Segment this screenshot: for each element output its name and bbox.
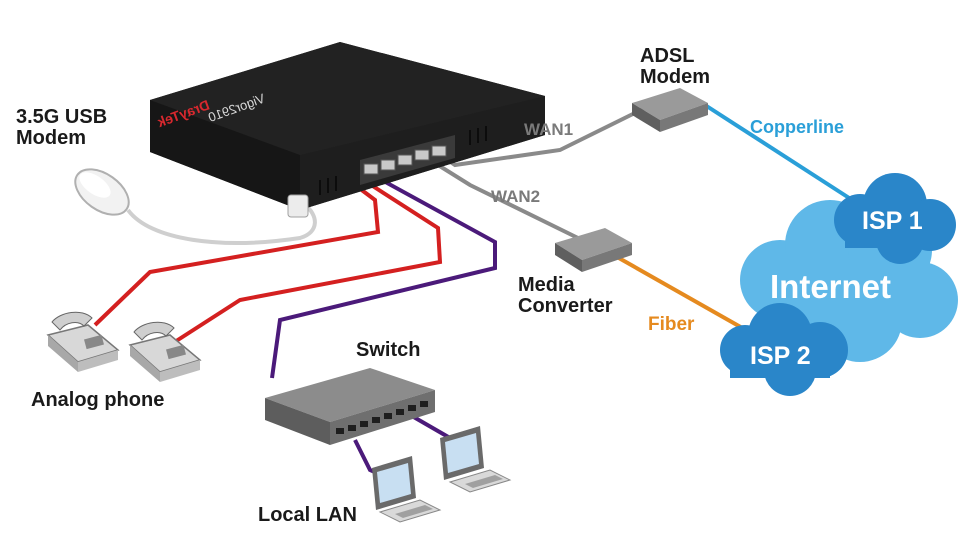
internet-label: Internet xyxy=(770,268,892,305)
copperline-cable xyxy=(703,103,862,207)
usb-cable xyxy=(126,203,317,245)
adsl-modem-icon xyxy=(632,88,708,132)
media-converter-icon xyxy=(555,228,632,272)
analog-phone-icon-2 xyxy=(128,321,202,382)
switch-icon xyxy=(265,368,435,445)
isp2-cloud xyxy=(720,303,848,396)
router-vents xyxy=(319,126,487,195)
analog-phone-label: Analog phone xyxy=(31,389,165,411)
fiber-cable xyxy=(609,251,761,340)
isp1-label: ISP 1 xyxy=(862,207,923,235)
usb-plug-icon xyxy=(287,194,309,218)
phone-cable-2 xyxy=(168,181,443,347)
computer-icon-2 xyxy=(440,426,512,493)
switch-label: Switch xyxy=(356,339,421,361)
lan-cable-switch xyxy=(270,176,497,379)
copperline-label: Copperline xyxy=(750,117,845,137)
media-converter-label: Media Converter xyxy=(518,274,613,317)
wan2-label: WAN2 xyxy=(491,187,541,206)
fiber-label: Fiber xyxy=(648,314,695,335)
router: DrayTek Vigor2910 xyxy=(150,42,545,210)
adsl-modem-label: ADSL Modem xyxy=(640,45,710,88)
ethernet-ports xyxy=(363,145,447,175)
wan2-cable xyxy=(428,158,579,240)
usb-modem-label: 3.5G USB Modem xyxy=(16,106,108,149)
local-lan-label: Local LAN xyxy=(258,504,357,526)
analog-phone-icon-1 xyxy=(46,311,120,372)
phone-cable-1 xyxy=(93,183,381,327)
usb-modem-icon xyxy=(74,168,130,216)
wan1-label: WAN1 xyxy=(524,120,574,139)
isp2-label: ISP 2 xyxy=(750,342,811,370)
isp1-cloud xyxy=(834,173,956,264)
computer-icon-1 xyxy=(372,456,442,523)
